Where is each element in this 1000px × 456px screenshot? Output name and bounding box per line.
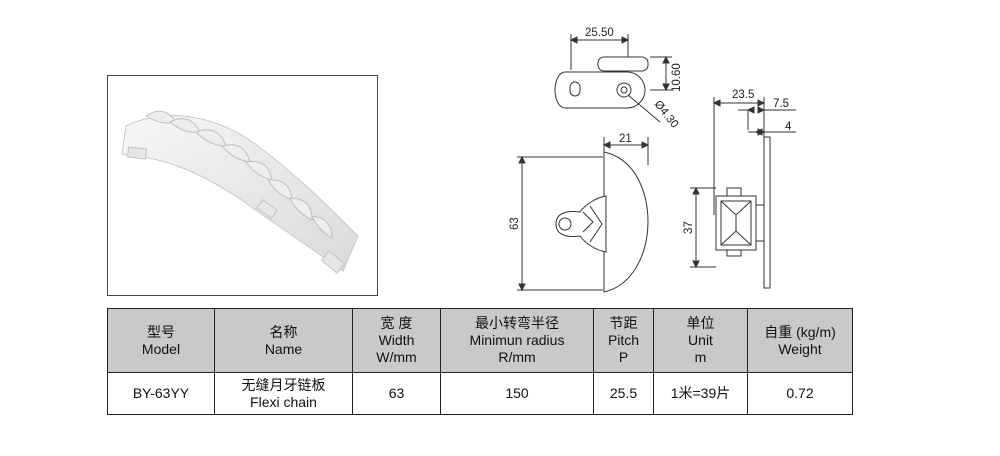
dim-hole-diameter: Ø4.30: [652, 98, 681, 130]
top-view: [554, 34, 672, 123]
cell-model: BY-63YY: [107, 372, 215, 415]
dim-side-width: 21: [619, 133, 632, 145]
cell-weight: 0.72: [747, 372, 853, 415]
header-weight: 自重 (kg/m)Weight: [747, 308, 853, 373]
dim-tab-width: 7.5: [773, 98, 789, 110]
dim-top-height: 10.60: [671, 63, 683, 92]
dim-height-63: 63: [509, 217, 521, 230]
dim-height-37: 37: [683, 221, 695, 234]
product-photo: [107, 75, 378, 296]
cell-radius: 150: [440, 372, 594, 415]
front-view: [517, 137, 650, 293]
cell-width: 63: [352, 372, 441, 415]
cell-pitch: 25.5: [593, 372, 654, 415]
technical-drawing: 25.50 10.60 Ø4.30 21 63: [509, 27, 796, 293]
dim-tab-thickness: 4: [785, 121, 792, 133]
side-view: [690, 97, 796, 289]
dim-top-length: 25.50: [585, 27, 614, 39]
flexi-chain-illustration: [121, 110, 359, 274]
dim-overall-depth: 23.5: [732, 89, 754, 101]
cell-unit: 1米=39片: [653, 372, 748, 415]
